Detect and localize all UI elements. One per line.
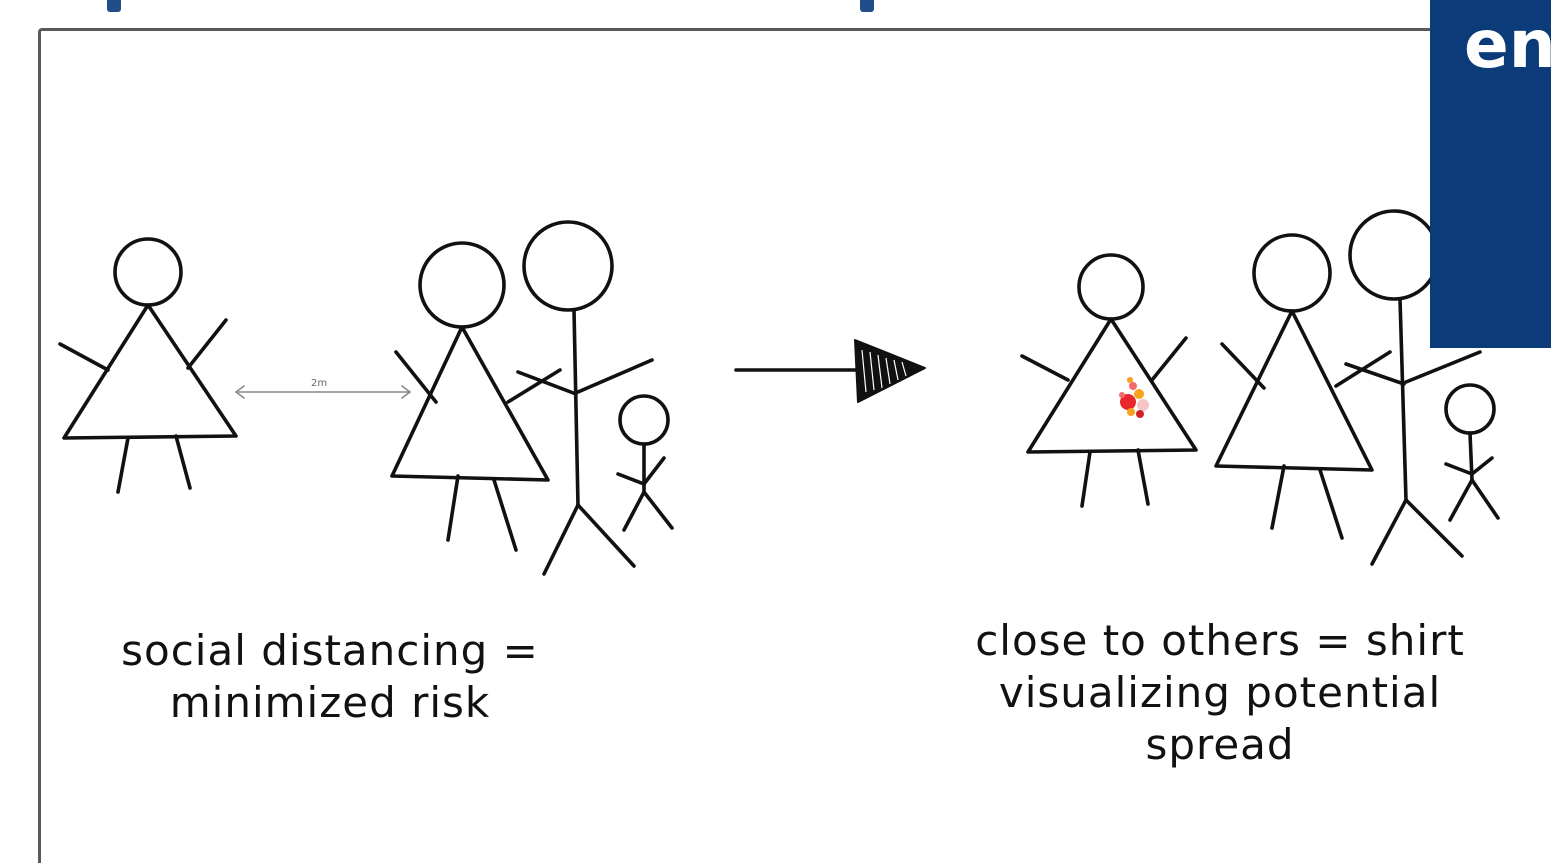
transition-arrow: [734, 339, 926, 403]
heading-letter-fragment: [107, 0, 121, 12]
stick-figure-woman-group: [390, 241, 562, 552]
distance-label: 2m: [311, 378, 328, 389]
caption-close-to-others: close to others = shirt visualizing pote…: [975, 616, 1465, 769]
distance-arrow: [234, 385, 412, 399]
stick-figure-woman-right: [1214, 233, 1392, 540]
panel-heading-text: en: [1464, 6, 1551, 83]
page-heading-fragment: [0, 0, 1400, 14]
stick-figure-woman-shirt: [1020, 253, 1198, 508]
stick-figure-woman-alone: [58, 237, 238, 494]
sketch-frame: [38, 28, 1551, 863]
stick-figure-man-group: [516, 220, 654, 576]
spread-visualization: [1119, 377, 1149, 418]
blue-heading-panel: en: [1430, 0, 1551, 348]
stick-figure-child-group: [616, 394, 674, 532]
caption-social-distancing: social distancing = minimized risk: [121, 626, 539, 727]
heading-letter-fragment: [860, 0, 874, 12]
stick-figure-man-right: [1344, 209, 1482, 566]
stick-figure-child-right: [1444, 383, 1500, 522]
